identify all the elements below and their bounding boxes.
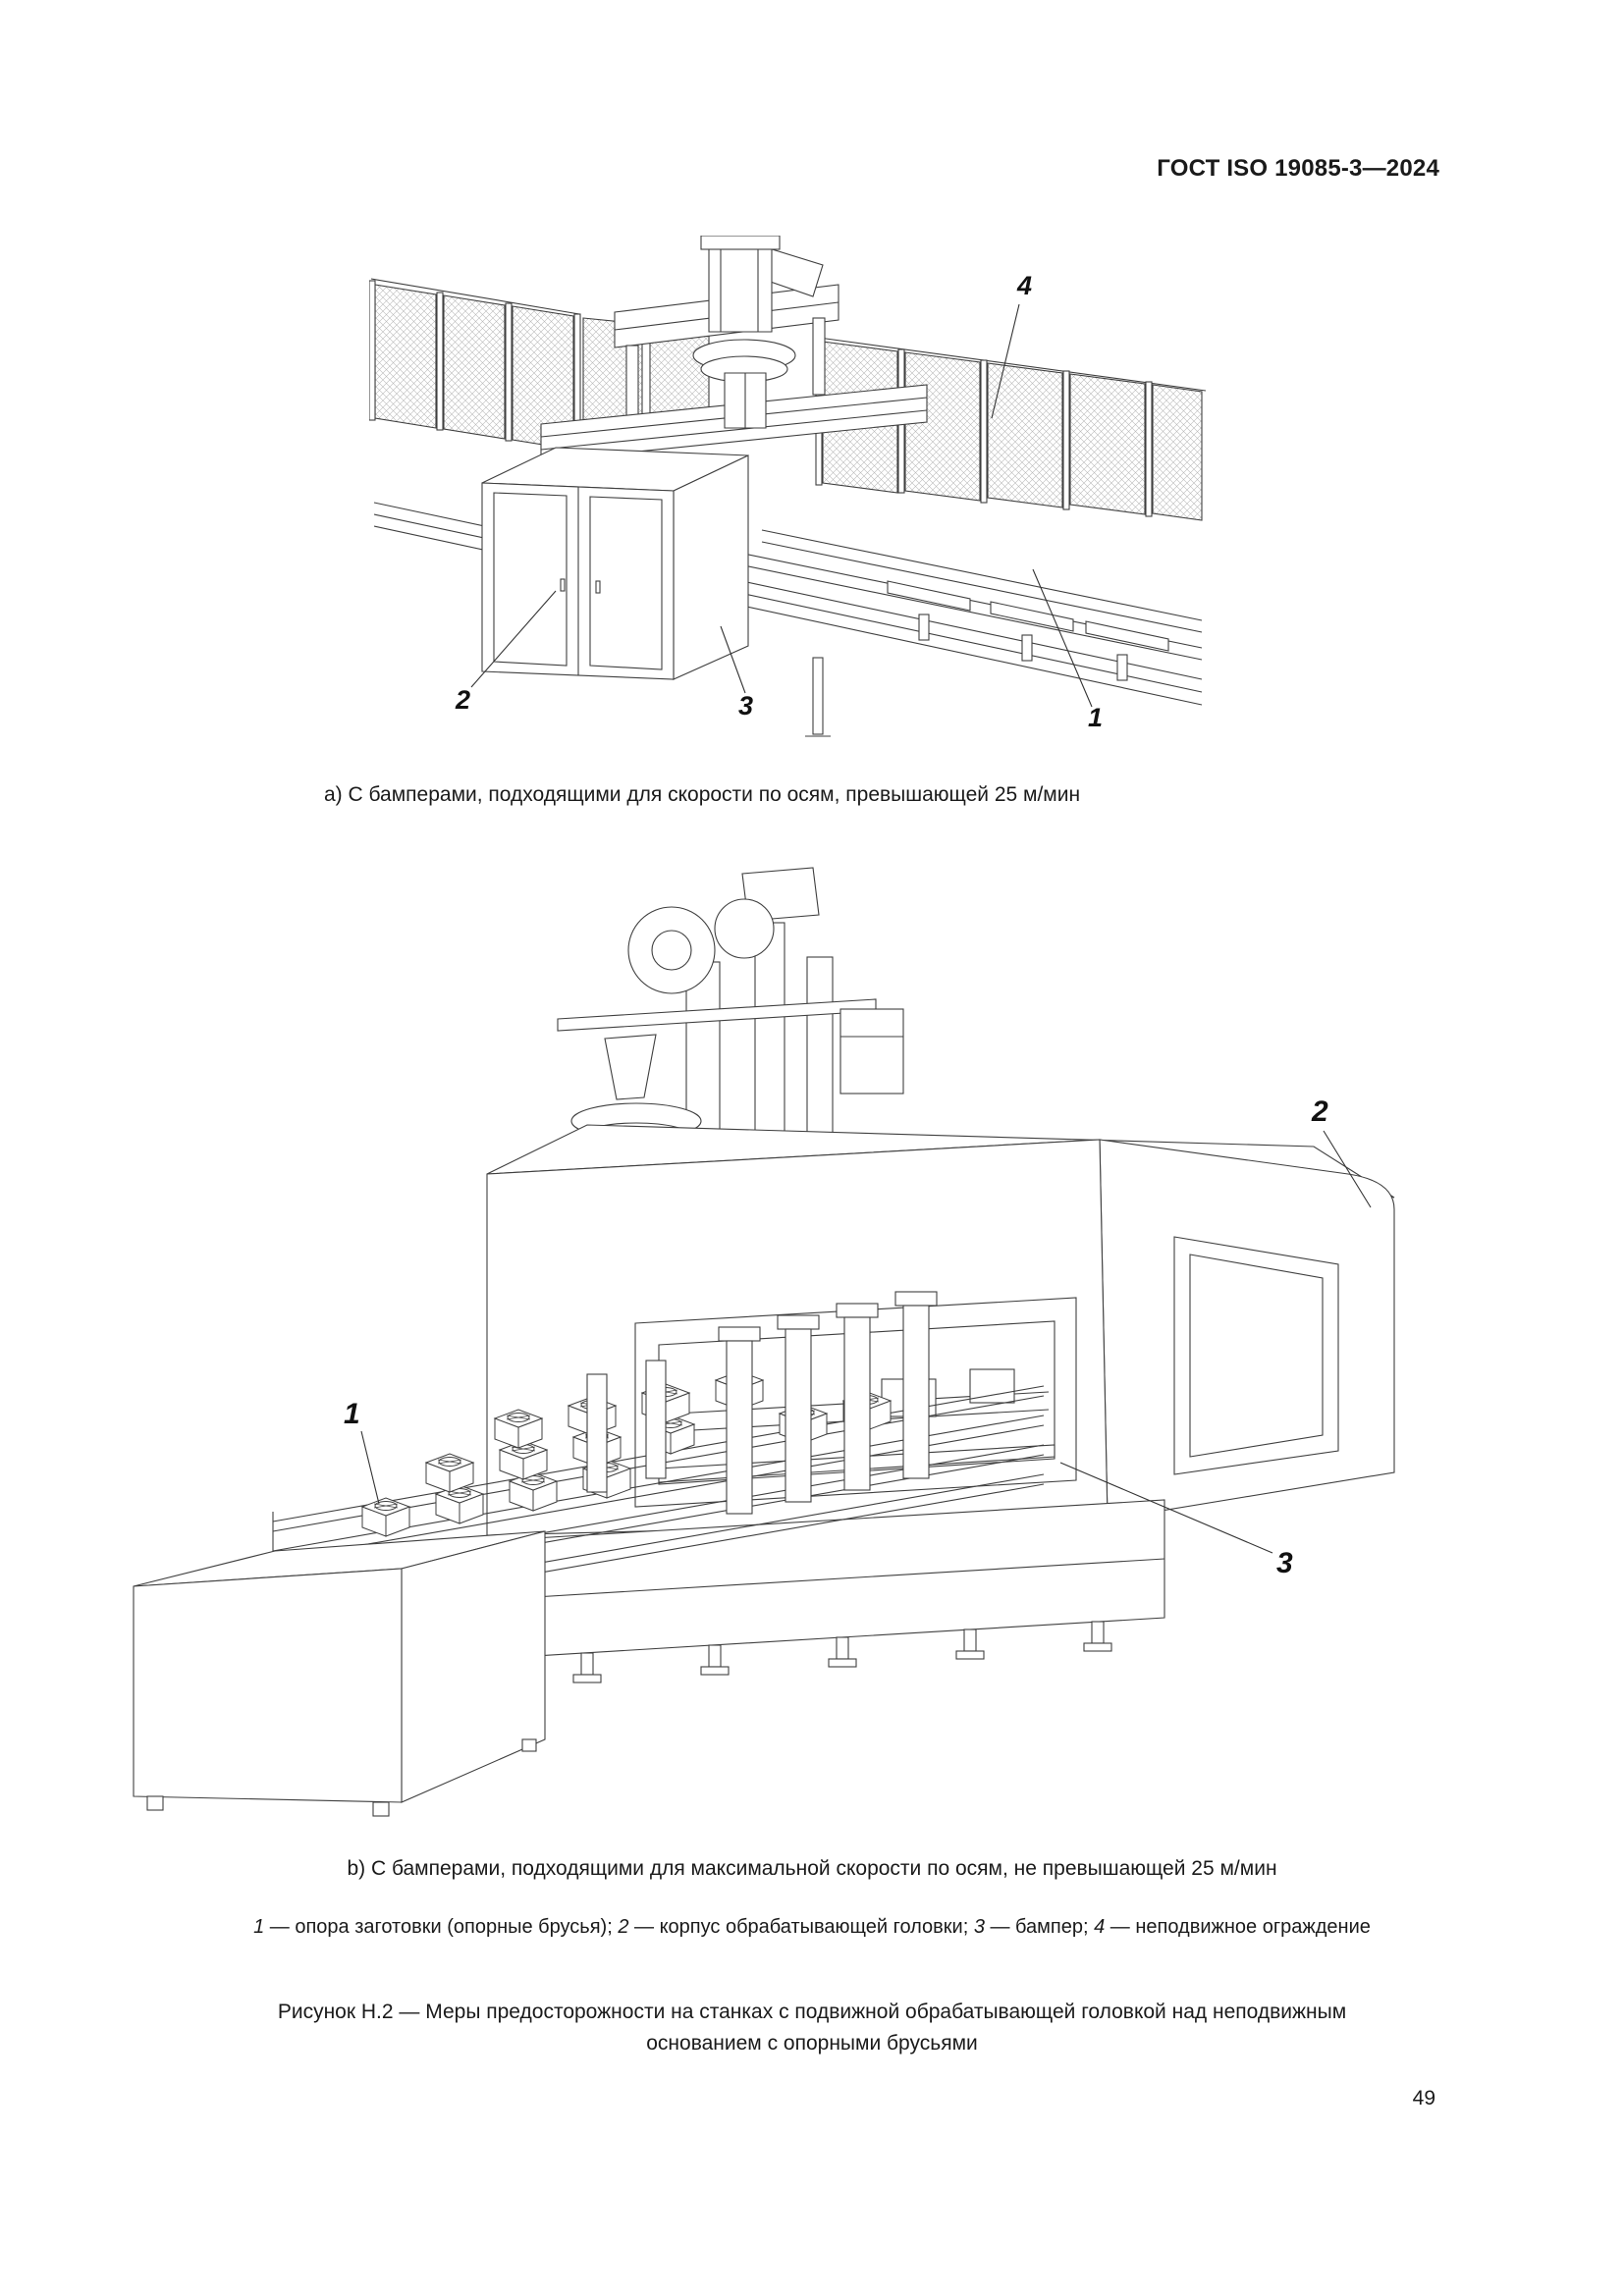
fence-left <box>369 278 710 453</box>
figure-a-callouts: 4 2 3 1 <box>455 271 1103 732</box>
callout-2: 2 <box>1311 1095 1328 1128</box>
page-number: 49 <box>1412 2087 1435 2109</box>
enclosure-cabinet <box>481 447 749 680</box>
figure-b-callouts: 1 2 3 <box>344 1095 1372 1579</box>
legend-num-4: 4 <box>1094 1916 1106 1938</box>
figure-title: Рисунок Н.2 — Меры предосторожности на с… <box>0 1997 1624 2059</box>
callout-3: 3 <box>1276 1547 1293 1579</box>
figure-b-drawing: 1 2 3 <box>133 867 1395 1817</box>
callout-1: 1 <box>1088 703 1103 732</box>
legend-num-1: 1 <box>253 1916 265 1938</box>
figure-legend: 1 — опора заготовки (опорные брусья); 2 … <box>0 1916 1624 1939</box>
callout-2: 2 <box>455 685 470 715</box>
infeed-cabinet <box>133 1530 546 1817</box>
figure-title-line1: Рисунок Н.2 — Меры предосторожности на с… <box>277 2001 1347 2023</box>
figure-title-line2: основанием с опорными брусьями <box>646 2032 978 2055</box>
figure-a-drawing: 4 2 3 1 <box>369 236 1207 737</box>
legend-num-2: 2 <box>618 1916 629 1938</box>
figure-a-caption: a) С бамперами, подходящими для скорости… <box>324 783 1081 806</box>
clamping-towers <box>586 1291 938 1515</box>
callout-3: 3 <box>738 691 753 721</box>
legend-text-3: — бампер; <box>984 1916 1095 1938</box>
legend-text-4: — неподвижное ограждение <box>1105 1916 1371 1938</box>
document-header: ГОСТ ISO 19085-3—2024 <box>1157 155 1439 182</box>
figure-b-caption: b) С бамперами, подходящими для максимал… <box>347 1857 1277 1880</box>
legend-num-3: 3 <box>973 1916 985 1938</box>
workpiece-supports <box>805 580 1169 737</box>
legend-text-2: — корпус обрабатывающей головки; <box>628 1916 974 1938</box>
legend-text-1: — опора заготовки (опорные брусья); <box>264 1916 619 1938</box>
machining-head <box>692 236 824 429</box>
machining-head-unit <box>557 867 904 1151</box>
fence-right <box>815 337 1207 521</box>
callout-4: 4 <box>1016 271 1032 300</box>
callout-1: 1 <box>344 1398 360 1430</box>
